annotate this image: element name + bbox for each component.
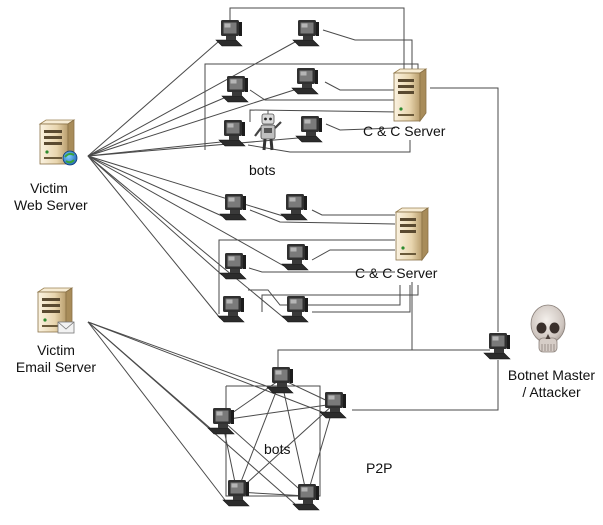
p2p-link [236, 378, 282, 493]
botnet-master-label-line2: / Attacker [522, 384, 581, 400]
computer-icon [219, 194, 247, 221]
attack-line [87, 155, 285, 267]
computer-icon [219, 253, 247, 280]
victim-email-server-label: Victim Email Server [6, 342, 106, 376]
computer-icon [207, 408, 235, 435]
cc-server-2-label: C & C Server [355, 265, 438, 281]
cc2-link [248, 267, 395, 273]
victim-email-server-label-line2: Email Server [15, 359, 97, 375]
server-icon [392, 68, 428, 123]
computer-icon [295, 116, 323, 143]
cc1-link [322, 29, 413, 78]
computer-icon [291, 68, 319, 95]
computer-icon [281, 296, 309, 323]
cc2-link [248, 285, 401, 306]
master-link [352, 360, 499, 411]
attack-line [87, 155, 284, 217]
email-server-icon [36, 287, 75, 334]
attack-line [87, 321, 323, 413]
cc1-link [249, 89, 400, 101]
server-icon [394, 207, 430, 262]
computer-icon [217, 296, 245, 323]
attack-line [87, 155, 223, 276]
computer-icon [281, 244, 309, 271]
p2p-link [236, 403, 335, 493]
robot-icon [254, 110, 282, 151]
computer-icon [218, 120, 246, 147]
attack-line [87, 137, 299, 157]
victim-web-server-label-line2: Web Server [14, 197, 88, 213]
cc2-link [249, 209, 396, 225]
attack-line [87, 321, 270, 388]
cc1-link [249, 109, 401, 122]
computer-icon [319, 392, 347, 419]
p2p-link [221, 419, 308, 497]
attack-line [87, 41, 219, 157]
attack-line [87, 155, 285, 319]
master-link [277, 349, 490, 368]
computer-icon [292, 20, 320, 47]
computer-icon [483, 333, 511, 360]
skull-icon [530, 304, 566, 353]
master-link [411, 282, 488, 351]
botnet-master-label-line1: Botnet Master [507, 367, 596, 383]
attack-line [87, 321, 226, 501]
attack-line [87, 321, 296, 505]
victim-email-server-label-line1: Victim [37, 342, 75, 358]
computer-icon [221, 76, 249, 103]
cc1-link [325, 123, 396, 131]
bots-lower-label: bots [264, 441, 291, 457]
web-server-icon [38, 119, 78, 166]
cc-server-1-label: C & C Server [363, 123, 446, 139]
p2p-link [221, 403, 335, 421]
computer-icon [222, 480, 250, 507]
p2p-link [306, 403, 335, 497]
cc1-link [229, 7, 405, 78]
cc1-link [247, 140, 411, 153]
attack-line [87, 89, 295, 157]
computer-icon [292, 484, 320, 511]
cc2-link [311, 249, 395, 261]
p2p-label: P2P [366, 460, 393, 476]
p2p-link [280, 378, 308, 497]
cc1-link [324, 81, 400, 91]
attack-line [87, 155, 221, 319]
attack-line [87, 155, 223, 217]
computer-icon [280, 194, 308, 221]
cc2-link [312, 285, 411, 313]
attack-line [87, 97, 225, 157]
envelope-icon [57, 321, 75, 334]
computer-icon [215, 20, 243, 47]
cc2-link [218, 239, 395, 314]
victim-web-server-label: Victim Web Server [14, 180, 88, 214]
victim-web-server-label-line1: Victim [30, 180, 68, 196]
attack-line [87, 41, 296, 157]
p2p-mesh [225, 385, 321, 497]
cc2-link [311, 209, 395, 216]
botnet-master-label: Botnet Master / Attacker [500, 367, 603, 401]
bots-upper-label: bots [249, 162, 276, 178]
computer-icon [266, 367, 294, 394]
cc2-link [261, 285, 419, 312]
master-link [430, 87, 499, 332]
